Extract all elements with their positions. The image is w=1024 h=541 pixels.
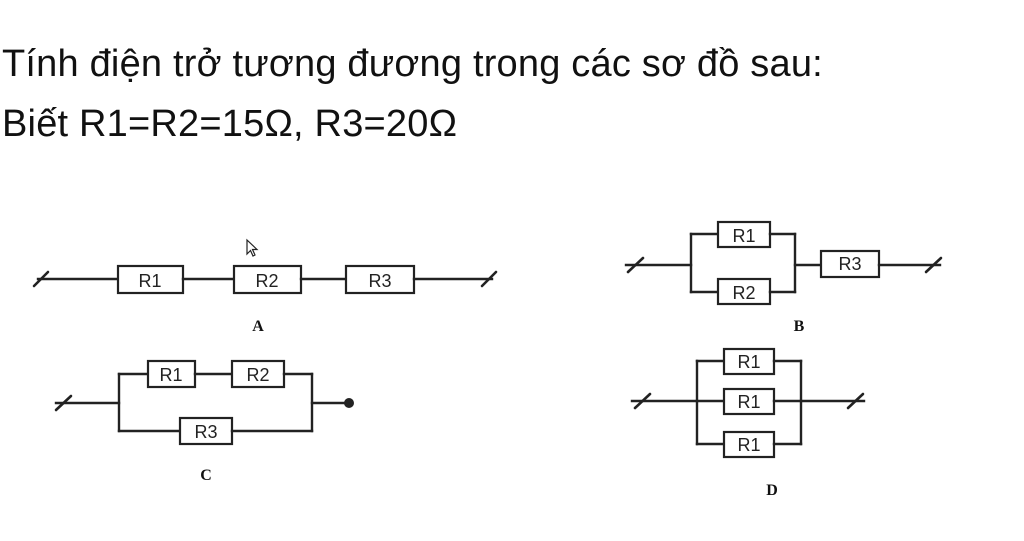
resistor-r1-box	[116, 264, 185, 295]
mouse-cursor-icon	[246, 238, 259, 257]
resistor-r1-middle-box	[722, 387, 776, 416]
resistor-r2-box	[232, 264, 303, 295]
resistor-r1-label: R1	[159, 365, 182, 385]
resistor-r3-box	[819, 249, 881, 279]
circuit-diagram-a: R1 R2 R3 A	[32, 264, 498, 335]
circuit-diagram-b: R1 R2 R3 B	[624, 220, 943, 335]
terminal-left-icon	[633, 392, 652, 410]
resistor-r3-label: R3	[368, 271, 391, 291]
terminal-right-icon	[480, 270, 498, 288]
resistor-r2-box	[230, 359, 286, 389]
resistor-r1-label: R1	[732, 226, 755, 246]
resistor-r2-label: R2	[255, 271, 278, 291]
resistor-r2-label: R2	[732, 283, 755, 303]
terminal-left-icon	[32, 270, 50, 288]
resistor-r1-bottom-label: R1	[737, 435, 760, 455]
terminal-right-icon	[846, 392, 865, 410]
resistor-r1-top-box	[722, 347, 776, 376]
circuit-diagram-d: R1 R1 R1 D	[630, 347, 866, 499]
resistor-r1-middle-label: R1	[737, 392, 760, 412]
diagram-label-b: B	[794, 318, 805, 335]
resistor-r2-label: R2	[246, 365, 269, 385]
problem-title: Tính điện trở tương đương trong các sơ đ…	[2, 43, 823, 85]
resistor-r1-top-label: R1	[737, 352, 760, 372]
resistor-r3-box	[344, 264, 416, 295]
terminal-right-icon	[924, 256, 943, 274]
diagram-label-d: D	[766, 482, 778, 499]
resistor-r3-label: R3	[838, 254, 861, 274]
resistor-r1-label: R1	[138, 271, 161, 291]
diagram-label-a: A	[252, 318, 264, 335]
diagram-label-c: C	[200, 467, 212, 484]
problem-given-values: Biết R1=R2=15Ω, R3=20Ω	[2, 103, 458, 145]
terminal-left-icon	[54, 394, 73, 412]
terminal-left-icon	[626, 256, 645, 274]
resistor-r3-label: R3	[194, 422, 217, 442]
terminal-right-icon	[344, 398, 354, 408]
circuit-diagram-c: R1 R2 R3 C	[54, 359, 354, 484]
